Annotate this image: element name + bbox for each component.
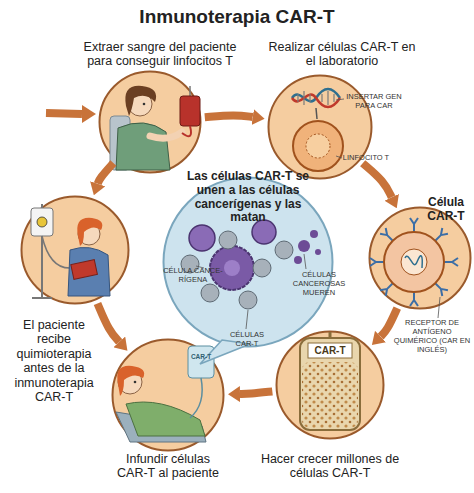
bag-hook — [189, 86, 191, 96]
bag-label: CAR-T — [308, 345, 352, 357]
step-arrow — [205, 115, 253, 117]
dying-cell-fragment — [298, 240, 310, 252]
bag-label: CAR-T — [189, 353, 213, 360]
patient-arm — [150, 132, 182, 138]
book — [71, 260, 98, 280]
dna-strand — [405, 256, 422, 268]
growth-bag-scene — [300, 332, 360, 430]
blood-draw-scene — [110, 86, 200, 170]
circle-shape — [22, 197, 129, 304]
car-t-cell — [239, 291, 257, 309]
part-label: CÉLULAS CANCEROSAS MUEREN — [290, 270, 348, 297]
part-label: RECEPTOR DE ANTÍGENO QUIMÉRICO (CAR EN I… — [392, 318, 472, 354]
cell-nucleus — [401, 249, 427, 275]
leader-line — [438, 297, 440, 318]
cancer-nucleus — [224, 260, 240, 276]
cell-mass — [302, 362, 358, 428]
step-heading: Las células CAR-T se unen a las células … — [178, 170, 318, 225]
car-t-cell — [219, 231, 237, 249]
chemo-bag — [31, 208, 53, 236]
chemo-scene — [31, 204, 110, 298]
dying-cell-fragment — [294, 256, 302, 264]
step-arrow — [381, 308, 398, 336]
iv-tube — [190, 378, 202, 418]
arrow-head — [82, 105, 96, 123]
car-receptor — [444, 258, 458, 266]
step-heading: Hacer crecer millones de células CAR-T — [255, 452, 405, 481]
step-heading: Extraer sangre del paciente para consegu… — [72, 40, 248, 69]
blood-tube — [182, 126, 191, 136]
part-label: LINFOCITO T — [340, 153, 392, 162]
biohazard-mark — [37, 217, 47, 227]
cancer-cell — [189, 225, 215, 251]
bubble-tail — [200, 340, 250, 364]
start-arrow — [46, 105, 96, 123]
circle-shape — [277, 332, 384, 439]
car-receptor — [370, 258, 384, 266]
car-t-cell — [384, 232, 444, 292]
t-cell-nucleus — [306, 134, 330, 158]
step-arrow — [97, 303, 119, 341]
patient-eye — [143, 103, 146, 106]
car-t-cell — [275, 241, 293, 259]
lab-scene — [292, 89, 344, 171]
dying-cell-fragment — [315, 249, 321, 255]
leader-line — [336, 99, 344, 100]
dying-cell-fragment — [310, 230, 318, 238]
leader-line — [196, 266, 204, 268]
circle-shape — [269, 76, 372, 179]
iv-tube — [42, 236, 72, 268]
patient-hair — [125, 86, 156, 116]
car-receptor — [410, 218, 418, 232]
patient-body — [68, 247, 110, 296]
arrow-shaft — [46, 113, 82, 114]
patient-body — [116, 123, 170, 170]
leader-line — [304, 254, 306, 269]
circle-shape — [100, 72, 201, 173]
blood-bag — [180, 96, 200, 126]
car-t-cell — [201, 284, 219, 302]
receptor-shape — [370, 258, 384, 266]
infusion-scene — [116, 346, 214, 442]
patient-hair — [77, 218, 102, 246]
patient-eye — [134, 381, 137, 384]
step-arrow — [240, 391, 272, 394]
part-label: INSERTAR GEN PARA CAR — [342, 92, 406, 110]
leader-line — [246, 310, 248, 329]
receptor-shape — [410, 292, 418, 306]
cell-bag — [300, 338, 360, 430]
step-heading: Célula CAR-T — [420, 196, 472, 224]
patient-body — [126, 402, 205, 436]
car-t-cell — [253, 259, 271, 277]
patient-hair — [117, 366, 144, 396]
step-heading: Infundir células CAR-T al paciente — [110, 452, 226, 481]
step-heading: El paciente recibe quimioterapia antes d… — [6, 318, 102, 404]
dna-rungs — [298, 91, 334, 105]
cancer-cell — [210, 246, 254, 290]
car-t-cell-scene — [370, 218, 458, 318]
diagram-title: Inmunoterapia CAR-T — [0, 6, 474, 28]
cell-attack-scene — [181, 220, 321, 364]
iv-pole-base — [32, 297, 52, 299]
step-arrow — [363, 163, 392, 197]
leader-line — [336, 156, 342, 158]
bag-tag — [308, 343, 352, 358]
circle-shape — [113, 340, 224, 451]
car-receptor — [410, 292, 418, 306]
receptor-shape — [444, 258, 458, 266]
t-cell — [293, 121, 343, 171]
car-t-cell — [181, 255, 199, 273]
part-label: CÉLULA CANCE- RÍGENA — [160, 266, 226, 284]
part-label: CÉLULAS CAR-T — [224, 330, 270, 348]
step-arrow — [98, 163, 114, 184]
dna-strand — [292, 95, 340, 107]
receptor-shape — [410, 218, 418, 232]
insert-arrow — [316, 108, 317, 119]
step-heading: Realizar células CAR-T en el laboratorio — [262, 40, 422, 69]
cancer-cell — [252, 220, 276, 244]
